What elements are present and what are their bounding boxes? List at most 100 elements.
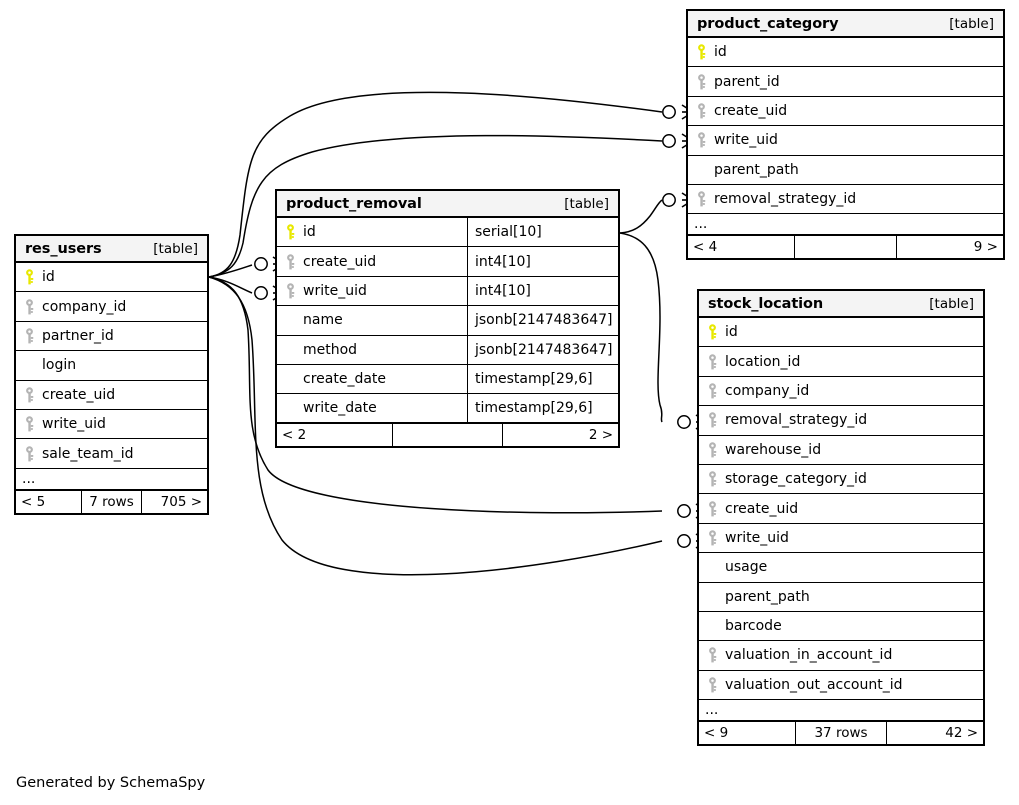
column-label: sale_team_id [42, 445, 134, 462]
column-row[interactable]: write_uid [699, 524, 983, 554]
table-header-stock_location: stock_location[table] [699, 291, 983, 318]
footer-prev-relations[interactable]: < 2 [282, 426, 307, 443]
column-row[interactable]: parent_path [688, 156, 1003, 185]
table-footer: < 4 9 > [688, 236, 1003, 259]
column-name-cell: login [16, 351, 207, 379]
column-type-label: timestamp[29,6] [475, 371, 593, 388]
foreign-key-icon [24, 328, 42, 344]
column-row[interactable]: usage [699, 553, 983, 583]
column-row[interactable]: method jsonb[2147483647] [277, 335, 618, 365]
column-label: valuation_out_account_id [725, 676, 903, 693]
foreign-key-icon [707, 647, 725, 663]
footer-next-relations[interactable]: 2 > [588, 426, 614, 443]
column-label: id [42, 269, 55, 286]
column-row[interactable]: parent_path [699, 583, 983, 612]
no-key-spacer [707, 559, 725, 575]
column-label: create_uid [303, 253, 377, 270]
foreign-key-icon [696, 73, 714, 90]
column-row[interactable]: create_uid int4[10] [277, 247, 618, 277]
column-row[interactable]: valuation_in_account_id [699, 641, 983, 671]
column-label: create_uid [42, 386, 116, 403]
column-row[interactable]: id [699, 318, 983, 348]
column-name-cell: write_uid [688, 126, 1003, 154]
column-name-cell: usage [699, 553, 983, 581]
column-row[interactable]: warehouse_id [699, 436, 983, 465]
foreign-key-icon [24, 445, 42, 462]
footer-row-count [794, 236, 897, 259]
column-row[interactable]: write_uid [688, 126, 1003, 156]
column-label: id [714, 44, 727, 61]
column-name-cell: create_uid [16, 381, 207, 409]
no-key-spacer [285, 371, 303, 387]
column-type-cell: timestamp[29,6] [467, 364, 618, 394]
column-type-label: jsonb[2147483647] [475, 341, 613, 358]
column-label: write_uid [303, 282, 367, 299]
column-row[interactable]: company_id [699, 377, 983, 407]
table-type-tag: [table] [564, 195, 609, 212]
column-name-cell: method [277, 336, 467, 364]
edge-product_removal-product_category-removal_strategy_id [619, 199, 663, 234]
table-type-tag: [table] [949, 15, 994, 32]
column-row[interactable]: create_uid [688, 97, 1003, 127]
column-label: company_id [725, 382, 810, 399]
column-name-cell: write_uid [277, 277, 467, 305]
column-row[interactable]: write_uid [16, 410, 207, 440]
table-type-tag: [table] [929, 295, 974, 312]
column-type-label: serial[10] [475, 224, 542, 241]
foreign-key-icon [24, 416, 42, 432]
column-label: removal_strategy_id [725, 412, 868, 429]
column-type-cell: jsonb[2147483647] [467, 335, 618, 364]
footer-next-relations[interactable]: 9 > [973, 239, 998, 256]
column-row[interactable]: create_uid [699, 494, 983, 524]
column-row[interactable]: removal_strategy_id [699, 406, 983, 436]
foreign-key-icon [24, 298, 42, 315]
column-name-cell: create_uid [277, 247, 467, 275]
edge-res_users-product_removal-create_uid [208, 264, 253, 278]
footer-next-relations[interactable]: 705 > [160, 493, 203, 510]
column-row[interactable]: id serial[10] [277, 218, 618, 248]
column-name-cell: create_date [277, 365, 467, 393]
column-row[interactable]: id [16, 263, 207, 293]
column-row[interactable]: create_date timestamp[29,6] [277, 364, 618, 395]
column-row[interactable]: removal_strategy_id [688, 185, 1003, 215]
column-row[interactable]: storage_category_id [699, 465, 983, 495]
column-name-cell: write_date [277, 394, 467, 421]
column-row[interactable]: partner_id [16, 322, 207, 352]
footer-prev-relations[interactable]: < 5 [21, 493, 46, 510]
column-row[interactable]: company_id [16, 292, 207, 322]
column-row[interactable]: id [688, 38, 1003, 68]
column-type-cell: int4[10] [467, 247, 618, 276]
column-row[interactable]: barcode [699, 612, 983, 642]
no-key-spacer [24, 357, 42, 373]
column-row[interactable]: login [16, 351, 207, 381]
footer-row-count: 7 rows [80, 490, 143, 513]
column-row[interactable]: valuation_out_account_id [699, 671, 983, 701]
column-row[interactable]: parent_id [688, 67, 1003, 97]
no-key-spacer [285, 400, 303, 416]
column-row[interactable]: location_id [699, 347, 983, 377]
column-name-cell: id [277, 218, 467, 246]
column-name-cell: valuation_in_account_id [699, 641, 983, 669]
column-label: write_uid [42, 416, 106, 433]
column-type-label: int4[10] [475, 253, 531, 270]
foreign-key-icon [285, 253, 303, 270]
table-header-res_users: res_users[table] [16, 236, 207, 263]
footer-prev-relations[interactable]: < 4 [693, 239, 718, 256]
edge-res_users-product_removal-write_uid [208, 276, 253, 294]
footer-prev-relations[interactable]: < 9 [704, 725, 729, 742]
primary-key-icon [24, 269, 42, 285]
table-title: res_users [25, 240, 102, 257]
column-label: location_id [725, 353, 801, 370]
footer-next-relations[interactable]: 42 > [945, 725, 979, 742]
column-row[interactable]: sale_team_id [16, 439, 207, 469]
column-row[interactable]: create_uid [16, 381, 207, 410]
column-label: create_uid [725, 500, 799, 517]
column-label: login [42, 357, 77, 374]
